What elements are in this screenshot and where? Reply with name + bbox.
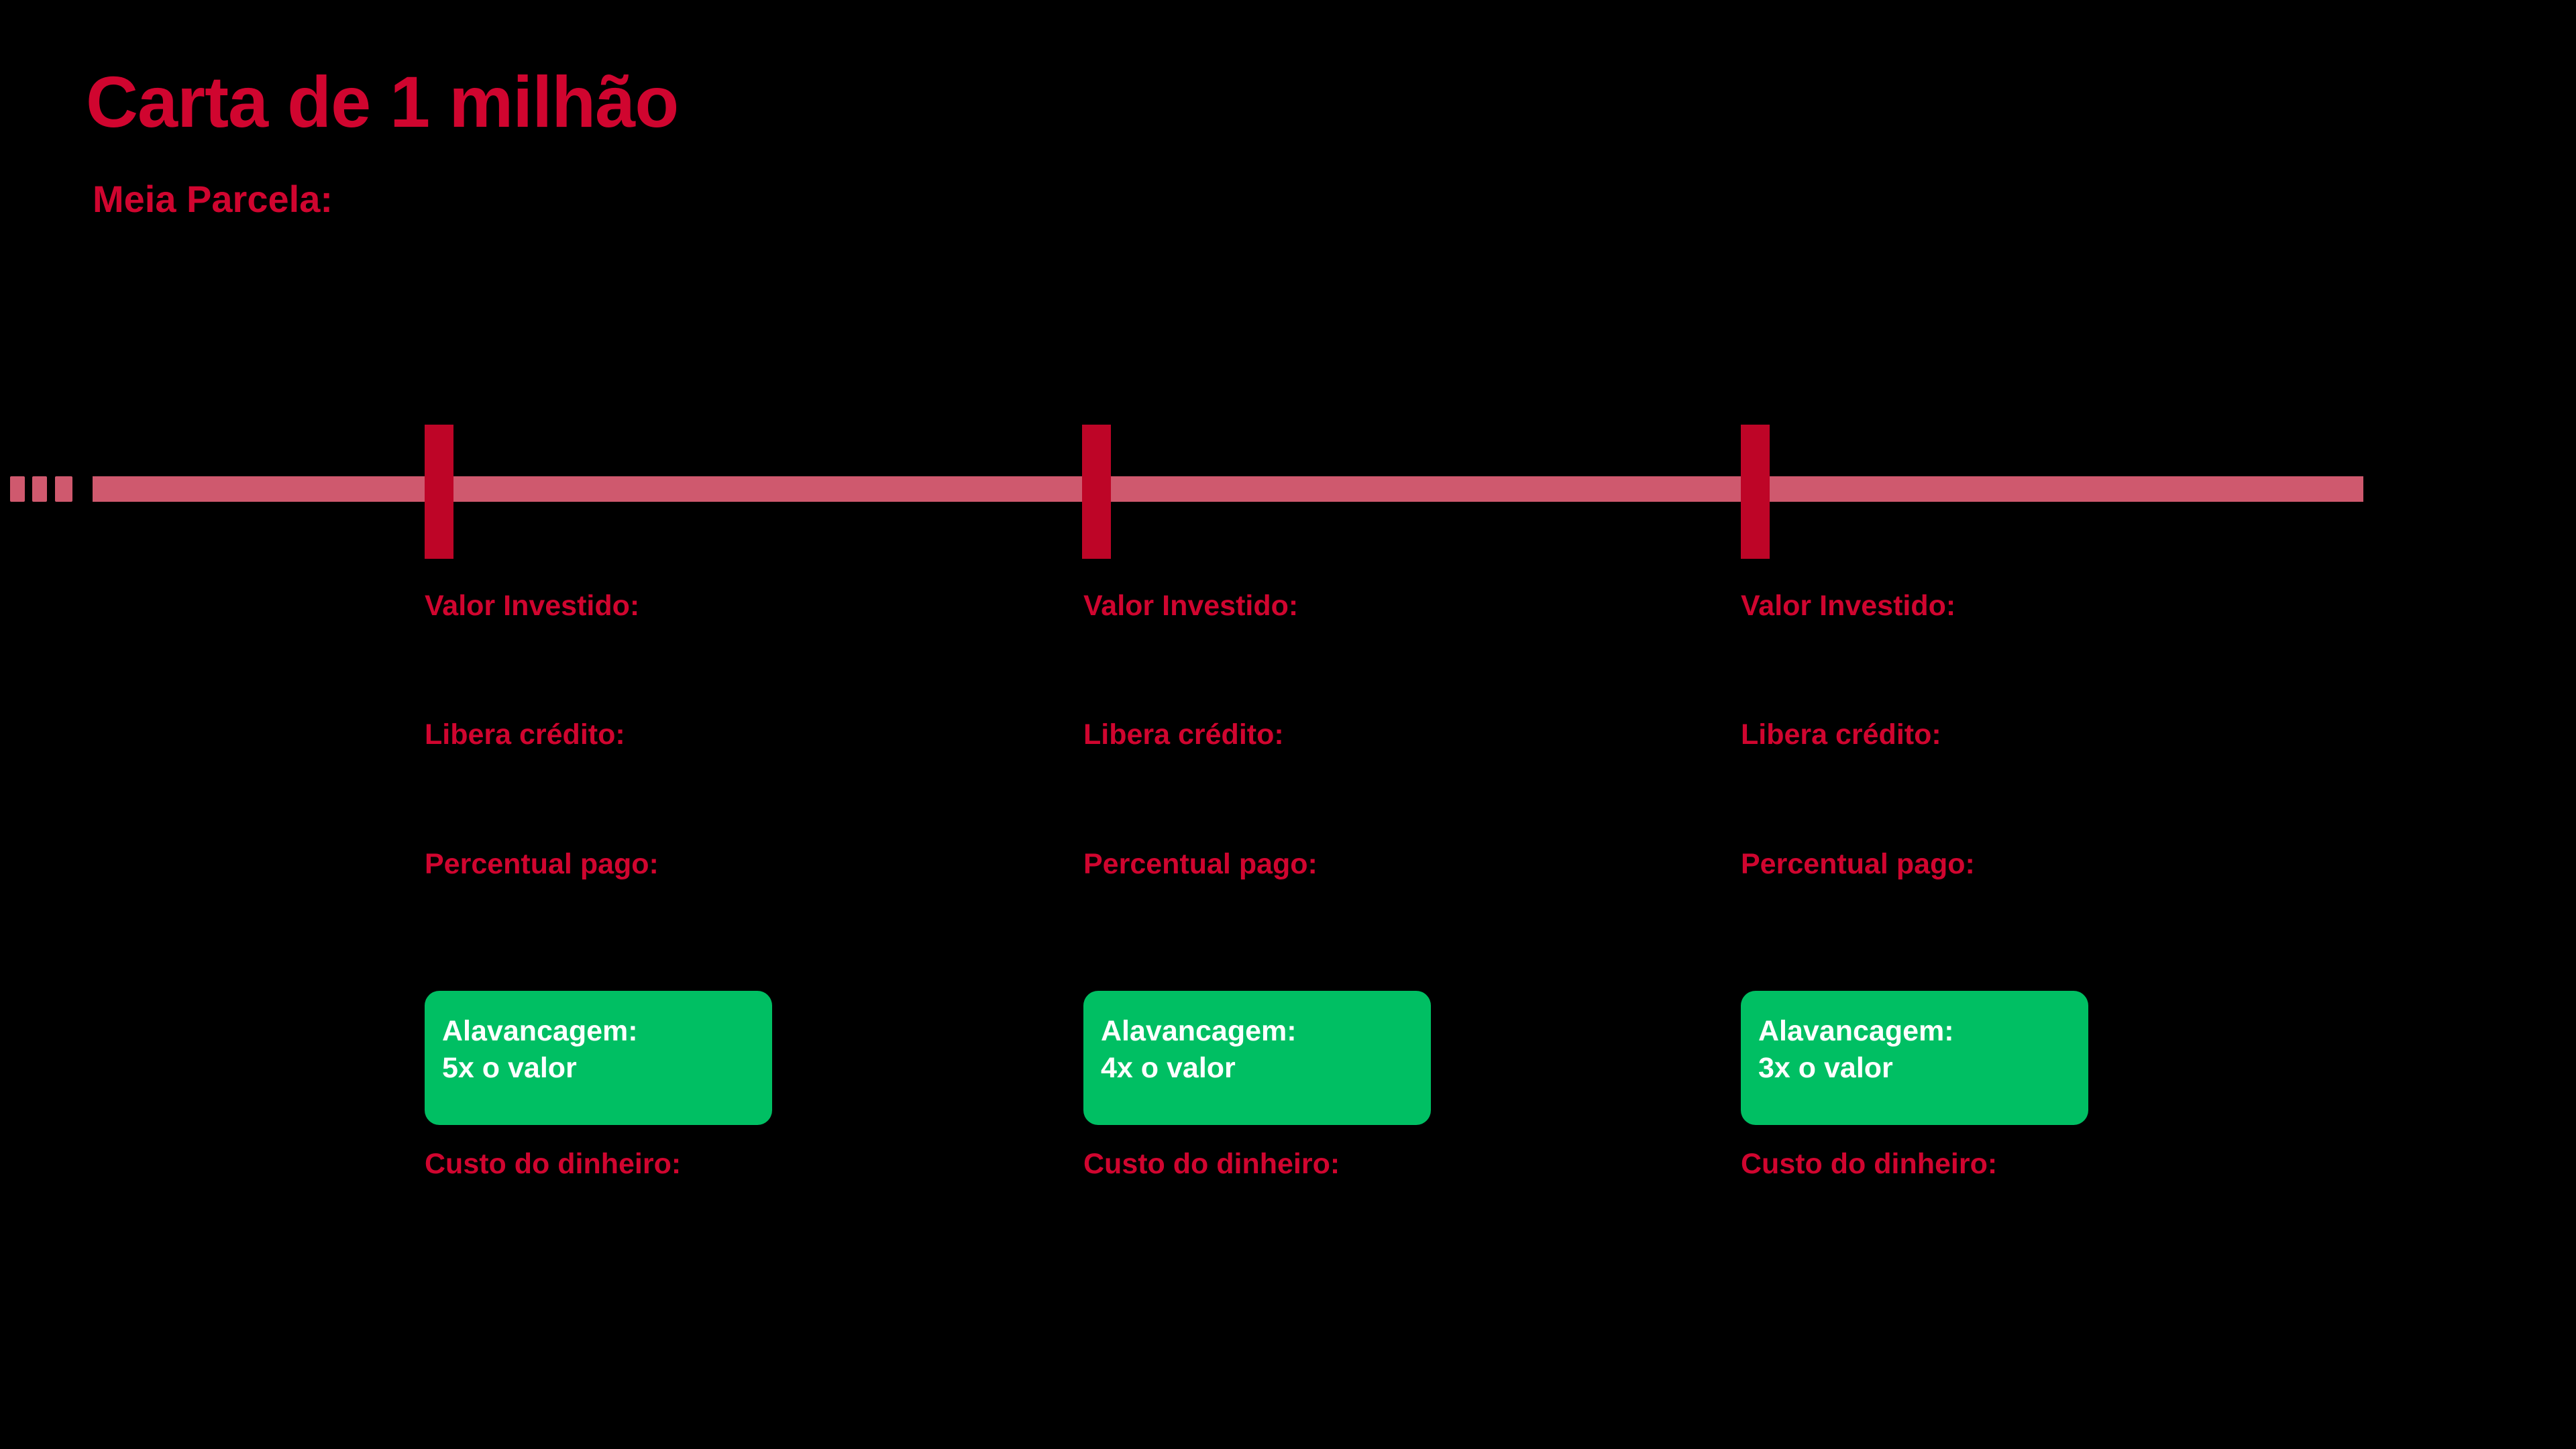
leverage-badge: Alavancagem: 4x o valor	[1083, 991, 1431, 1125]
leverage-value: 3x o valor	[1758, 1052, 1893, 1085]
custo-dinheiro-label: Custo do dinheiro:	[1083, 1148, 1340, 1180]
custo-dinheiro-label: Custo do dinheiro:	[425, 1148, 682, 1180]
libera-credito-label: Libera crédito:	[1083, 718, 1284, 751]
valor-investido-label: Valor Investido:	[1741, 590, 1956, 622]
timeline-tick-2[interactable]	[1082, 425, 1111, 559]
percentual-pago-label: Percentual pago:	[1083, 848, 1318, 880]
page-subtitle: Meia Parcela:	[93, 178, 333, 220]
leverage-title: Alavancagem:	[1101, 1015, 1297, 1047]
leverage-title: Alavancagem:	[442, 1015, 638, 1047]
leverage-value: 4x o valor	[1101, 1052, 1236, 1085]
leverage-value: 5x o valor	[442, 1052, 577, 1085]
libera-credito-label: Libera crédito:	[425, 718, 625, 751]
timeline-dash-2	[32, 476, 47, 502]
timeline-dash-3	[55, 476, 72, 502]
leverage-badge: Alavancagem: 5x o valor	[425, 991, 772, 1125]
libera-credito-label: Libera crédito:	[1741, 718, 1941, 751]
timeline-tick-3[interactable]	[1741, 425, 1770, 559]
percentual-pago-label: Percentual pago:	[425, 848, 659, 880]
timeline-tick-1[interactable]	[425, 425, 453, 559]
leverage-badge: Alavancagem: 3x o valor	[1741, 991, 2088, 1125]
percentual-pago-label: Percentual pago:	[1741, 848, 1975, 880]
page-title: Carta de 1 milhão	[86, 61, 679, 142]
timeline	[0, 402, 2576, 577]
leverage-title: Alavancagem:	[1758, 1015, 1954, 1047]
timeline-bar	[93, 476, 2363, 502]
valor-investido-label: Valor Investido:	[1083, 590, 1299, 622]
timeline-dash-1	[10, 476, 25, 502]
valor-investido-label: Valor Investido:	[425, 590, 640, 622]
custo-dinheiro-label: Custo do dinheiro:	[1741, 1148, 1998, 1180]
